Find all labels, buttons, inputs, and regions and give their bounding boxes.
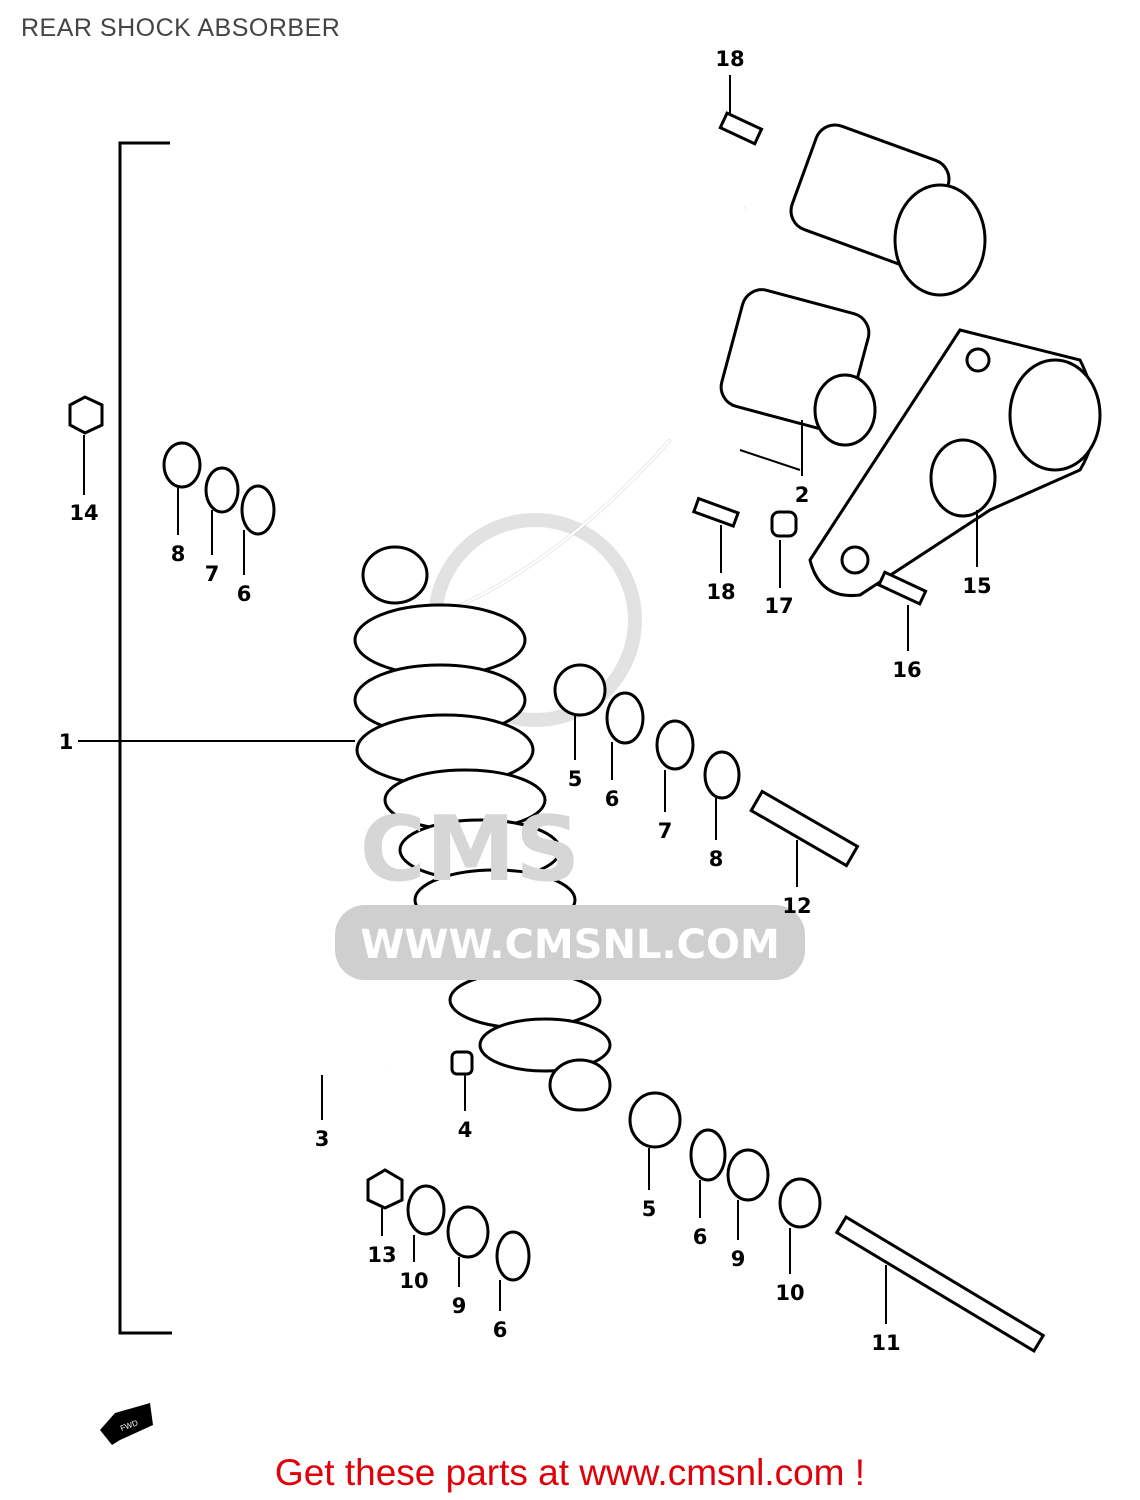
part-label-5: 5: [642, 1197, 657, 1221]
part-label-9: 9: [731, 1247, 746, 1271]
part-label-4: 4: [458, 1118, 473, 1142]
part-label-16: 16: [892, 658, 921, 682]
part-label-15: 15: [962, 574, 991, 598]
mounting-bracket-15: [808, 328, 1102, 598]
small-parts: [68, 111, 1046, 1354]
part-label-10: 10: [775, 1281, 804, 1305]
part-label-18: 18: [706, 580, 735, 604]
diagram-title: REAR SHOCK ABSORBER: [21, 14, 341, 42]
part-label-12: 12: [782, 894, 811, 918]
part-label-11: 11: [871, 1331, 900, 1355]
leader-lines: [78, 75, 978, 1324]
watermark: CMS WWW.CMSNL.COM: [335, 797, 805, 980]
part-label-17: 17: [764, 594, 793, 618]
remote-adjuster: [719, 123, 987, 447]
part-label-6: 6: [493, 1318, 508, 1342]
assembly-bracket: [118, 141, 172, 1335]
part-label-13: 13: [367, 1243, 396, 1267]
part-label-6: 6: [693, 1225, 708, 1249]
forward-direction-arrow: FWD: [100, 1403, 153, 1445]
part-label-7: 7: [205, 562, 220, 586]
watermark-logo: CMS: [360, 797, 580, 902]
part-label-8: 8: [709, 847, 724, 871]
part-label-14: 14: [69, 501, 98, 525]
hose-3: [147, 653, 391, 1072]
watermark-url: WWW.CMSNL.COM: [360, 922, 780, 968]
part-label-5: 5: [568, 767, 583, 791]
footer-link[interactable]: Get these parts at www.cmsnl.com !: [274, 1452, 866, 1493]
part-label-3: 3: [315, 1127, 330, 1151]
part-label-6: 6: [237, 582, 252, 606]
part-label-2: 2: [795, 483, 810, 507]
part-label-6: 6: [605, 787, 620, 811]
part-label-10: 10: [399, 1269, 428, 1293]
part-label-8: 8: [171, 542, 186, 566]
part-label-1: 1: [59, 730, 74, 754]
part-label-7: 7: [658, 819, 673, 843]
part-label-9: 9: [452, 1294, 467, 1318]
part-label-18: 18: [715, 47, 744, 71]
